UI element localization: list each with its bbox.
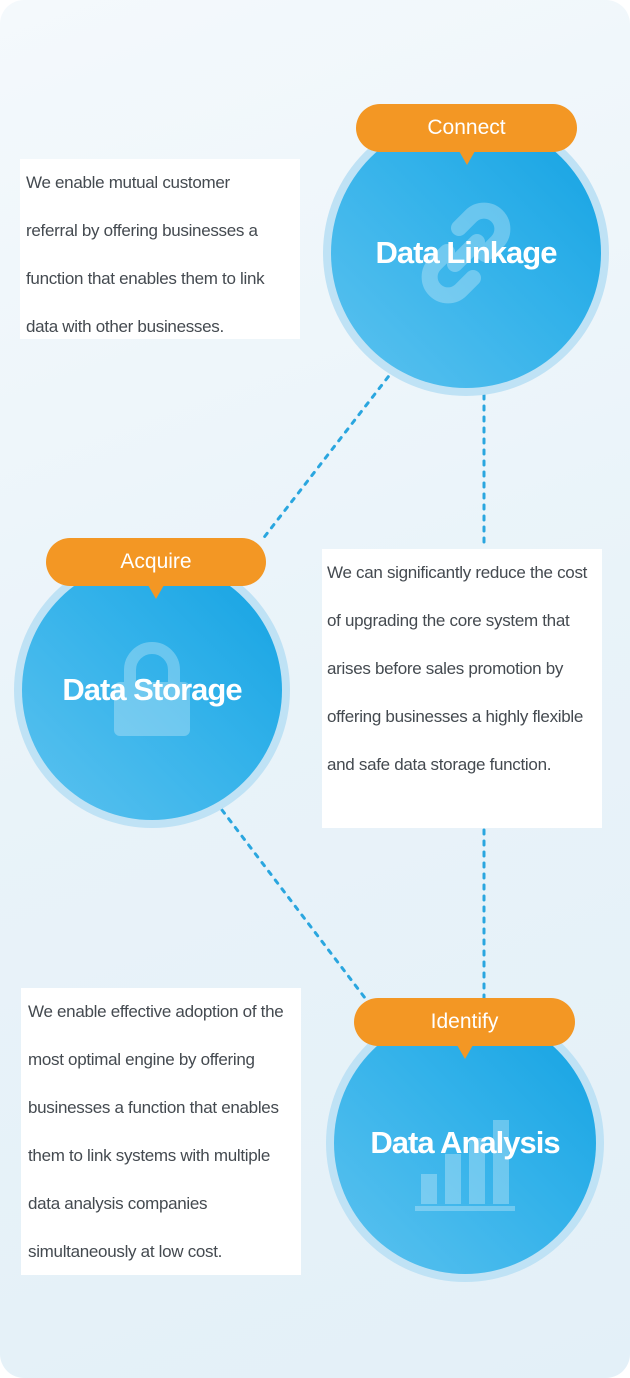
storage-description: We can significantly reduce the cost of … xyxy=(322,549,602,828)
description-line: data analysis companies xyxy=(28,1194,208,1213)
description-line: most optimal engine by offering xyxy=(28,1050,255,1069)
description-line: them to link systems with multiple xyxy=(28,1146,271,1165)
storage-title: Data Storage xyxy=(62,672,242,707)
description-line: simultaneously at low cost. xyxy=(28,1242,223,1261)
analysis-tag: Identify xyxy=(354,998,575,1059)
chain-link-icon xyxy=(421,202,511,304)
linkage-description: We enable mutual customer referral by of… xyxy=(20,159,300,339)
storage-circle: Data Storage xyxy=(22,560,282,820)
description-line: businesses a function that enables xyxy=(28,1098,279,1117)
padlock-icon xyxy=(114,642,190,736)
analysis-title: Data Analysis xyxy=(370,1125,560,1160)
linkage-tag: Connect xyxy=(356,104,577,165)
description-line: arises before sales promotion by xyxy=(327,659,564,678)
linkage-title: Data Linkage xyxy=(375,235,558,270)
description-line: We can significantly reduce the cost xyxy=(327,563,588,582)
connector-linkage-storage xyxy=(260,366,397,542)
description-line: We enable mutual customer xyxy=(26,173,230,192)
bar-chart-icon xyxy=(415,1119,515,1211)
description-line: and safe data storage function. xyxy=(327,755,552,774)
description-line: referral by offering businesses a xyxy=(26,221,258,240)
description-line: function that enables them to link xyxy=(26,269,265,288)
analysis-description: We enable effective adoption of the most… xyxy=(21,988,301,1275)
description-line: We enable effective adoption of the xyxy=(28,1002,284,1021)
description-line: of upgrading the core system that xyxy=(327,611,570,630)
connector-storage-analysis xyxy=(220,808,367,1000)
description-line: data with other businesses. xyxy=(26,317,224,336)
storage-tag: Acquire xyxy=(46,538,266,599)
description-line: offering businesses a highly flexible xyxy=(327,707,584,726)
